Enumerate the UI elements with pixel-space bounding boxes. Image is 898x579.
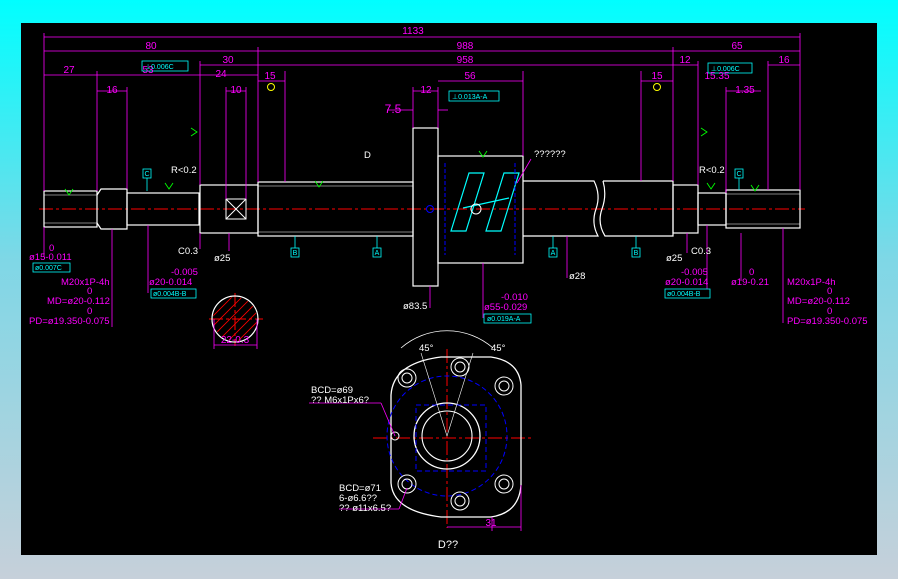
note-r-right: R<0.2 bbox=[699, 165, 725, 176]
datum-b2: B bbox=[634, 250, 639, 257]
note-bcd69: BCD=ø69 bbox=[311, 385, 353, 396]
dim-56: 56 bbox=[464, 71, 476, 82]
dim-16-left: 16 bbox=[106, 85, 118, 96]
tol-right-thread-pd: PD=ø19.350-0.075 bbox=[787, 316, 868, 327]
frame-nut-top: ⊥0.013A-A bbox=[452, 94, 488, 101]
tol-right-thread-spec: M20x1P-4h bbox=[787, 277, 836, 288]
note-question-label: ?????? bbox=[534, 149, 566, 160]
note-d-label: D bbox=[364, 150, 371, 161]
datum-b1: B bbox=[293, 250, 298, 257]
tolerance-text: 0 ø15-0.011 M20x1P-4h 0 MD=ø20-0.112 0 P… bbox=[29, 243, 868, 327]
dim-16-right: 16 bbox=[778, 55, 790, 66]
note-dia25-left: ø25 bbox=[214, 253, 230, 264]
note-45-left: 45° bbox=[419, 343, 434, 354]
dim-22: 22-0.3 bbox=[221, 335, 250, 346]
datum-letters: C C B A A B bbox=[144, 171, 741, 257]
tol-left-journal-value: ø20-0.014 bbox=[149, 277, 192, 288]
annotation-notes: R<0.2 R<0.2 C0.3 C0.3 ø25 ø25 ø28 ø83.5 … bbox=[171, 149, 725, 551]
note-cbore: ?? ø11x6.5? bbox=[339, 503, 391, 514]
tol-right-thread-md: MD=ø20-0.112 bbox=[787, 296, 850, 307]
view-title: D?? bbox=[438, 539, 458, 551]
tolerance-frame-boxes bbox=[32, 60, 753, 324]
tol-right-thread-pd0: 0 bbox=[827, 306, 832, 317]
thread-lines bbox=[44, 185, 800, 233]
frame-top-right: ⊥0.006C bbox=[711, 66, 740, 73]
tol-left-shaft-upper: 0 bbox=[49, 243, 54, 254]
dim-65: 65 bbox=[731, 41, 743, 52]
dim-12-nut: 12 bbox=[420, 85, 432, 96]
note-m6: ?? M6x1Px6? bbox=[311, 395, 369, 406]
note-bcd71: BCD=ø71 bbox=[339, 483, 381, 494]
datum-c-left: C bbox=[144, 171, 149, 178]
frame-right-journal: ø0.004B-B bbox=[667, 291, 701, 298]
ball-screw-drawing: 1133 80 988 65 27 53 30 24 16 10 15 958 … bbox=[29, 26, 868, 551]
dim-958: 958 bbox=[457, 55, 474, 66]
dim-24: 24 bbox=[215, 69, 227, 80]
dim-53: 53 bbox=[142, 65, 154, 76]
note-dia83: ø83.5 bbox=[403, 301, 427, 312]
flange-end-view bbox=[386, 330, 522, 518]
datum-a1: A bbox=[375, 250, 380, 257]
dim-27: 27 bbox=[63, 65, 75, 76]
keyway-symbol bbox=[225, 198, 247, 220]
note-c03-left: C0.3 bbox=[178, 246, 198, 257]
tol-left-thread-pd: PD=ø19.350-0.075 bbox=[29, 316, 110, 327]
note-dia25-right: ø25 bbox=[666, 253, 682, 264]
dim-10: 10 bbox=[230, 85, 242, 96]
tol-right-thread-md0: 0 bbox=[827, 286, 832, 297]
dim-overall: 1133 bbox=[402, 26, 424, 37]
dim-80: 80 bbox=[145, 41, 157, 52]
dim-15-left: 15 bbox=[264, 71, 276, 82]
datum-leaders bbox=[146, 178, 740, 248]
tol-left-journal-upper: -0.005 bbox=[171, 267, 198, 278]
frame-left-shaft: ø0.007C bbox=[35, 265, 62, 272]
dim-7-5: 7.5 bbox=[385, 102, 402, 116]
centerlines bbox=[39, 208, 805, 528]
tol-right-shaft-value: ø19-0.21 bbox=[731, 277, 769, 288]
tol-right-journal-value: ø20-0.014 bbox=[665, 277, 708, 288]
tol-right-journal-upper: -0.005 bbox=[681, 267, 708, 278]
surface-finish-marks bbox=[64, 127, 760, 196]
tol-left-shaft-value: ø15-0.011 bbox=[29, 252, 72, 263]
dim-30: 30 bbox=[222, 55, 234, 66]
note-c03-right: C0.3 bbox=[691, 246, 711, 257]
dim-15-35: 15.35 bbox=[704, 71, 729, 82]
runout-symbols bbox=[267, 83, 661, 91]
dimension-lines bbox=[43, 33, 801, 531]
datum-boxes bbox=[142, 168, 744, 258]
tol-left-thread-pd0: 0 bbox=[87, 306, 92, 317]
note-dia28: ø28 bbox=[569, 271, 585, 282]
dim-1-35: 1.35 bbox=[735, 85, 755, 96]
tol-left-thread-md0: 0 bbox=[87, 286, 92, 297]
cad-viewport[interactable]: 1133 80 988 65 27 53 30 24 16 10 15 958 … bbox=[21, 23, 877, 555]
dimension-text: 1133 80 988 65 27 53 30 24 16 10 15 958 … bbox=[63, 26, 790, 529]
dim-31: 31 bbox=[485, 518, 497, 529]
nut-internals bbox=[426, 163, 520, 255]
note-45-right: 45° bbox=[491, 343, 506, 354]
frame-left-journal: ø0.004B-B bbox=[153, 291, 187, 298]
note-r-left: R<0.2 bbox=[171, 165, 197, 176]
dim-12-right: 12 bbox=[679, 55, 691, 66]
tol-left-thread-spec: M20x1P-4h bbox=[61, 277, 110, 288]
note-holes6: 6-ø6.6?? bbox=[339, 493, 377, 504]
dim-15-right: 15 bbox=[651, 71, 663, 82]
tol-left-thread-md: MD=ø20-0.112 bbox=[47, 296, 110, 307]
datum-a2: A bbox=[551, 250, 556, 257]
tol-right-shaft-upper: 0 bbox=[749, 267, 754, 278]
frame-top-left: ⊥0.006C bbox=[145, 64, 174, 71]
dim-988: 988 bbox=[457, 41, 474, 52]
tolerance-frame-text: ⊥0.006C ⊥0.006C ⊥0.013A-A ø0.007C ø0.004… bbox=[35, 64, 740, 323]
datum-c-right: C bbox=[736, 171, 741, 178]
shaft-outline bbox=[43, 127, 801, 287]
tol-nut-upper: -0.010 bbox=[501, 292, 528, 303]
frame-nut: ø0.019A-A bbox=[487, 316, 521, 323]
tol-nut-value: ø55-0.029 bbox=[484, 302, 527, 313]
